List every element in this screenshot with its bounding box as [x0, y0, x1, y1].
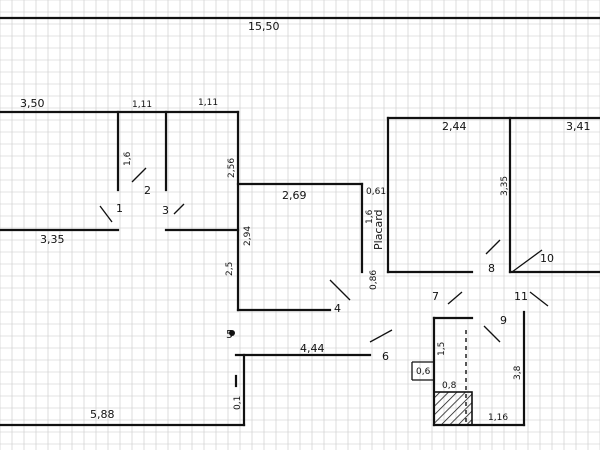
dim-shower-width: 0,8 [442, 381, 457, 391]
door-number-5: 5 [226, 328, 233, 341]
dim-niche-height: 1,5 [437, 342, 447, 356]
dim-right-room-height: 3,35 [500, 176, 510, 196]
door-mark-2 [131, 167, 147, 183]
door-mark-4 [329, 279, 351, 301]
dim-niche-depth: 0,6 [416, 367, 431, 377]
door-mark-11 [529, 291, 549, 307]
door-number-6: 6 [382, 350, 389, 363]
door-number-1: 1 [116, 202, 123, 215]
door-mark-1 [99, 205, 113, 223]
dim-right-lower-width: 1,16 [488, 413, 508, 423]
door-number-11: 11 [514, 290, 528, 303]
dim-room-left-width: 3,50 [20, 97, 45, 110]
dim-right-room-b-width: 3,41 [566, 120, 591, 133]
closet-word: Placard [372, 209, 385, 250]
walls [0, 16, 600, 427]
dim-left-room-lower: 3,35 [40, 233, 65, 246]
door-number-4: 4 [334, 302, 341, 315]
dim-opening-a: 1,11 [132, 100, 152, 110]
dim-opening-b: 1,11 [198, 98, 218, 108]
dim-total-width: 15,50 [248, 20, 280, 33]
door-mark-8 [485, 239, 501, 255]
door-number-8: 8 [488, 262, 495, 275]
door-10-leaf [511, 249, 543, 273]
door-mark-6 [369, 329, 393, 343]
dim-bath-side: 2,56 [227, 158, 237, 178]
dim-bath-lower-side: 2,94 [243, 226, 253, 246]
door-marks [99, 167, 549, 343]
dim-corridor-length: 4,44 [300, 342, 325, 355]
door-mark-7 [447, 291, 463, 305]
dim-closet-top: 0,61 [366, 187, 386, 197]
dim-bottom-width: 5,88 [90, 408, 115, 421]
dim-closet-bottom: 0,86 [369, 270, 379, 290]
dim-right-lower-height: 3,8 [513, 365, 523, 380]
dim-bath-width: 2,69 [282, 189, 307, 202]
door-mark-9 [483, 325, 501, 343]
door-number-2: 2 [144, 184, 151, 197]
dot-mark [229, 330, 235, 336]
door-number-7: 7 [432, 290, 439, 303]
door-number-3: 3 [162, 204, 169, 217]
dim-closet-mid: 1,6 [365, 209, 375, 224]
dim-bottom-post: 0,1 [233, 396, 243, 410]
door-mark-3 [173, 203, 185, 215]
door-number-10: 10 [540, 252, 554, 265]
dim-right-room-a-width: 2,44 [442, 120, 467, 133]
shower-tray [433, 391, 473, 426]
dim-bath-lower-side-b: 2,5 [225, 262, 235, 276]
door-number-9: 9 [500, 314, 507, 327]
dim-pass-height: 1,6 [123, 151, 133, 166]
